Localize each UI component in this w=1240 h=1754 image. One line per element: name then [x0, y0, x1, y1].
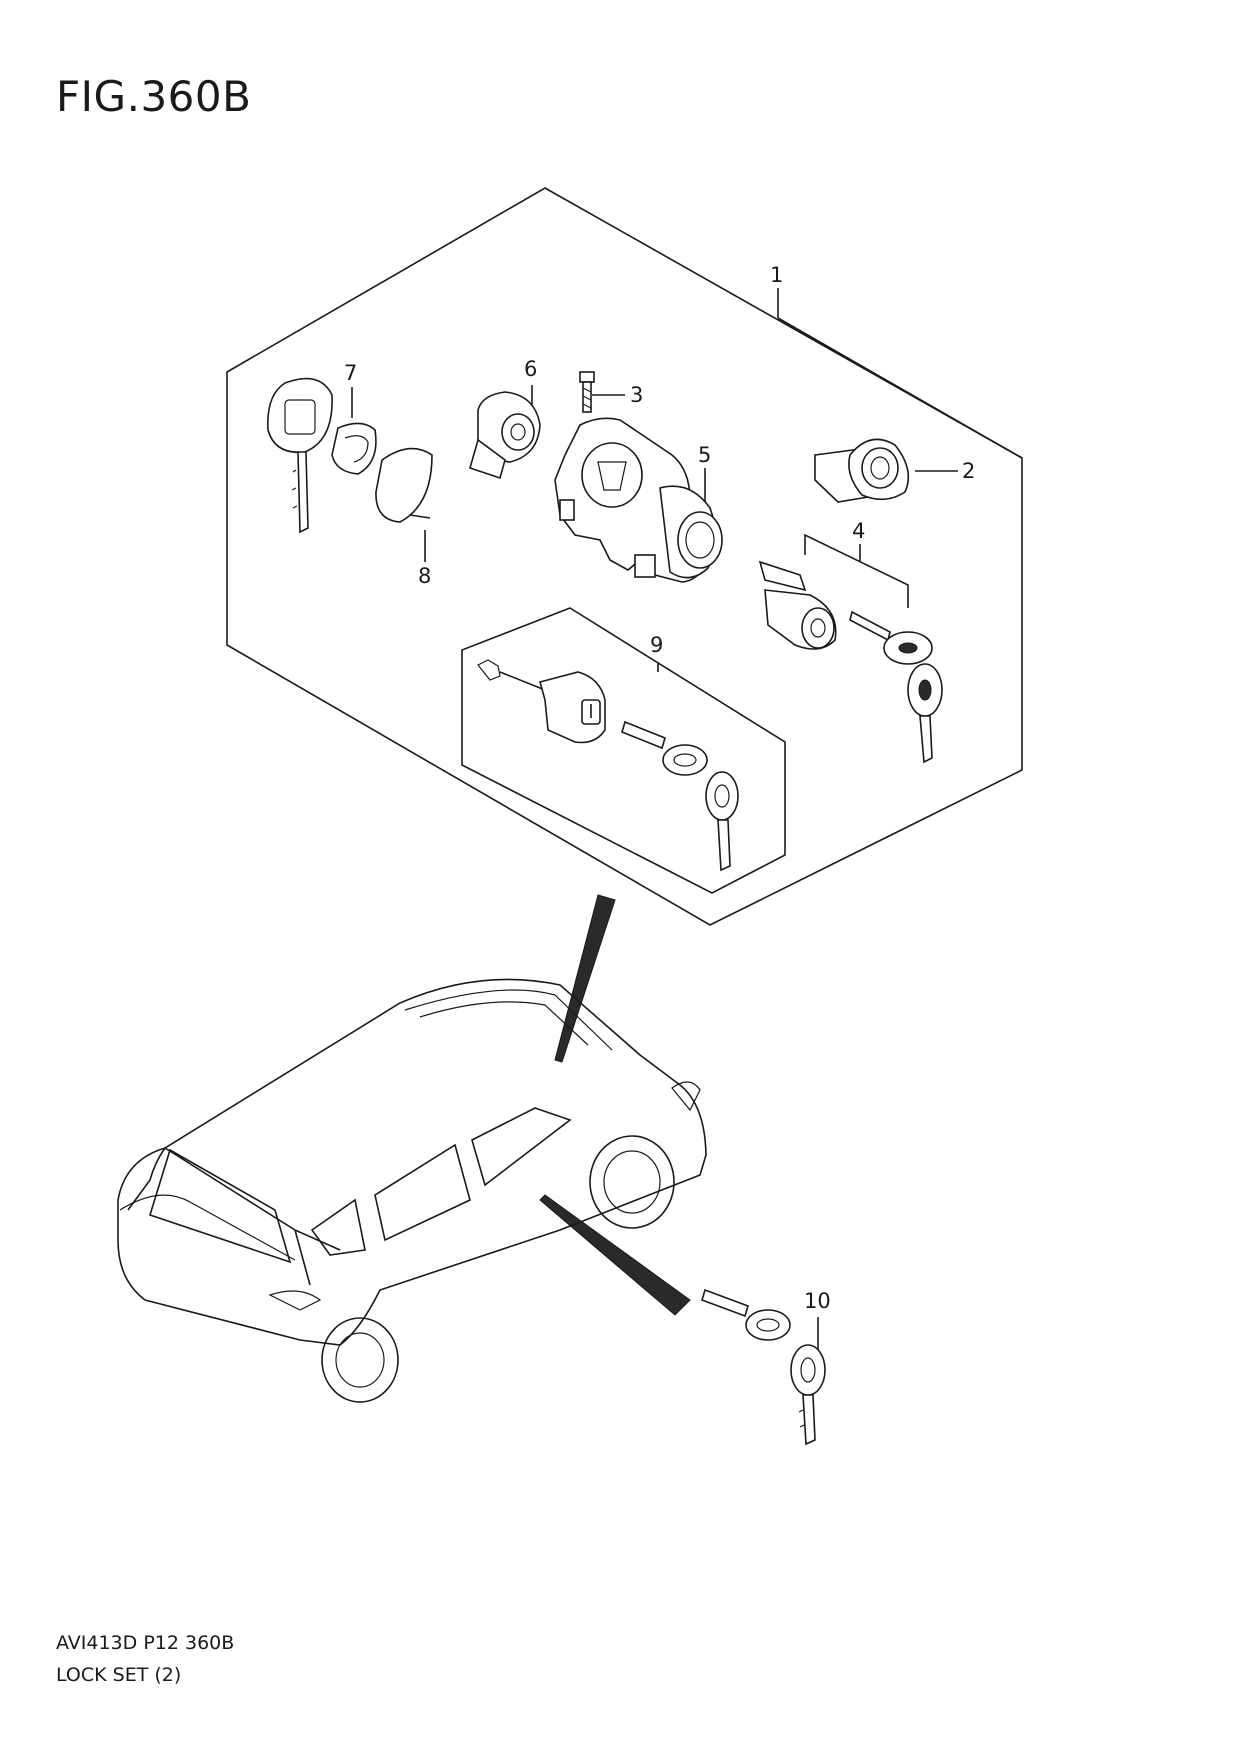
figure-title: FIG.360B [56, 72, 252, 121]
callout-8: 8 [418, 564, 431, 588]
callout-2: 2 [962, 459, 975, 483]
pointer-upper [554, 894, 616, 1063]
callout-5: 5 [698, 443, 711, 467]
callout-7: 7 [344, 361, 357, 385]
part-10-keys [701, 1288, 826, 1446]
part-7-key-lock [267, 377, 433, 534]
callout-6: 6 [524, 357, 537, 381]
callout-1: 1 [770, 263, 783, 287]
part-9-door-lock-keys [477, 659, 739, 872]
part-4-cylinder-keys [758, 560, 943, 764]
door-lock-set-boundary [461, 607, 786, 894]
part-5-steering-lock [554, 417, 723, 583]
callout-9: 9 [650, 633, 663, 657]
part-3-bolt [579, 371, 595, 413]
callout-3: 3 [630, 383, 643, 407]
drawing-name: LOCK SET (2) [56, 1664, 182, 1686]
part-2-lock-cylinder [814, 438, 910, 503]
pointer-lower [539, 1194, 691, 1316]
callout-4: 4 [852, 519, 865, 543]
drawing-code: AVI413D P12 360B [56, 1632, 235, 1654]
part-6-housing [469, 391, 541, 480]
callout-10: 10 [804, 1289, 831, 1313]
vehicle-outline [117, 978, 707, 1403]
leader-lines [351, 288, 1023, 1355]
